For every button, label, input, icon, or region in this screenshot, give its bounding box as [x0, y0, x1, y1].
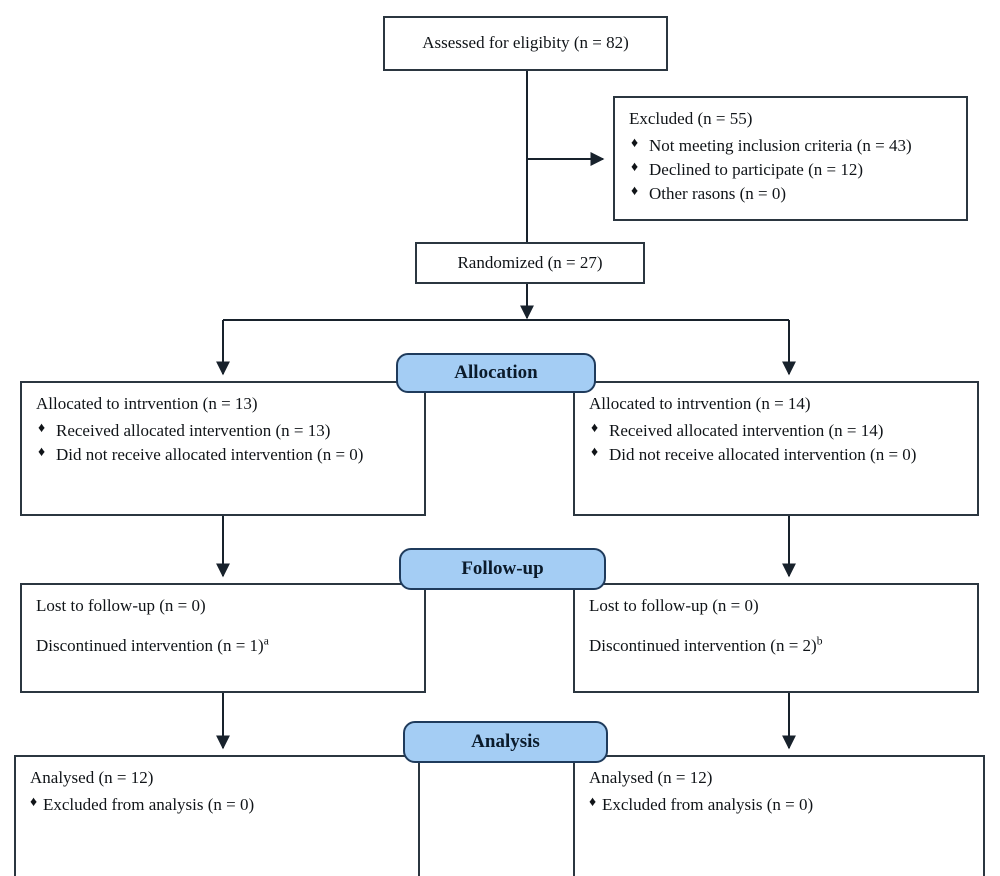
diamond-bullet-icon: ♦ [591, 420, 599, 436]
diamond-bullet-icon: ♦ [631, 183, 639, 199]
node-assessed-for-eligibility: Assessed for eligibity (n = 82) [383, 16, 668, 71]
node-allocation-left: Allocated to intrvention (n = 13) ♦ Rece… [20, 381, 426, 516]
followup-right-lost: Lost to follow-up (n = 0) [589, 596, 759, 615]
analysis-left-list: ♦ Excluded from analysis (n = 0) [30, 794, 406, 817]
node-analysis-left: Analysed (n = 12) ♦ Excluded from analys… [14, 755, 420, 876]
diamond-bullet-icon: ♦ [30, 794, 38, 810]
node-randomized: Randomized (n = 27) [415, 242, 645, 284]
node-excluded: Excluded (n = 55) ♦ Not meeting inclusio… [613, 96, 968, 221]
followup-right-discontinued: Discontinued intervention (n = 2)b [589, 635, 965, 658]
footnote-marker: a [263, 634, 269, 648]
analysis-right-item-1: Excluded from analysis (n = 0) [602, 794, 814, 814]
assessed-text: Assessed for eligibity (n = 82) [422, 33, 629, 53]
randomized-text: Randomized (n = 27) [457, 252, 603, 272]
list-item: ♦ Declined to participate (n = 12) [629, 159, 954, 182]
diamond-bullet-icon: ♦ [38, 444, 46, 460]
banner-followup-label: Follow-up [461, 558, 544, 579]
list-item: ♦ Excluded from analysis (n = 0) [589, 794, 971, 817]
node-followup-right: Lost to follow-up (n = 0) Discontinued i… [573, 583, 979, 693]
followup-left-discontinued: Discontinued intervention (n = 1)a [36, 635, 412, 658]
followup-left-discontinued-text: Discontinued intervention (n = 1) [36, 635, 264, 655]
node-followup-left: Lost to follow-up (n = 0) Discontinued i… [20, 583, 426, 693]
analysis-left-item-1: Excluded from analysis (n = 0) [43, 794, 255, 814]
analysis-right-heading: Analysed (n = 12) [589, 768, 713, 787]
banner-analysis: Analysis [403, 721, 608, 763]
banner-allocation: Allocation [396, 353, 596, 393]
followup-left-lost: Lost to follow-up (n = 0) [36, 596, 206, 615]
allocation-right-list: ♦ Received allocated intervention (n = 1… [589, 420, 965, 467]
node-allocation-right: Allocated to intrvention (n = 14) ♦ Rece… [573, 381, 979, 516]
diamond-bullet-icon: ♦ [38, 420, 46, 436]
list-item: ♦ Not meeting inclusion criteria (n = 43… [629, 135, 954, 158]
followup-right-discontinued-text: Discontinued intervention (n = 2) [589, 635, 817, 655]
node-analysis-right: Analysed (n = 12) ♦ Excluded from analys… [573, 755, 985, 876]
excluded-heading: Excluded (n = 55) [629, 109, 753, 128]
analysis-left-heading: Analysed (n = 12) [30, 768, 154, 787]
diamond-bullet-icon: ♦ [589, 794, 597, 810]
list-item: ♦ Other rasons (n = 0) [629, 183, 954, 206]
diamond-bullet-icon: ♦ [631, 135, 639, 151]
allocation-left-item-2: Did not receive allocated intervention (… [56, 444, 364, 464]
excluded-reason-2: Declined to participate (n = 12) [649, 159, 863, 179]
diamond-bullet-icon: ♦ [631, 159, 639, 175]
excluded-reason-1: Not meeting inclusion criteria (n = 43) [649, 135, 912, 155]
list-item: ♦ Received allocated intervention (n = 1… [589, 420, 965, 443]
banner-followup: Follow-up [399, 548, 606, 590]
allocation-right-heading: Allocated to intrvention (n = 14) [589, 394, 811, 413]
list-item: ♦ Received allocated intervention (n = 1… [36, 420, 412, 443]
allocation-left-list: ♦ Received allocated intervention (n = 1… [36, 420, 412, 467]
analysis-right-list: ♦ Excluded from analysis (n = 0) [589, 794, 971, 817]
allocation-left-item-1: Received allocated intervention (n = 13) [56, 420, 331, 440]
list-item: ♦ Did not receive allocated intervention… [589, 444, 965, 467]
footnote-marker: b [816, 634, 823, 648]
excluded-reason-list: ♦ Not meeting inclusion criteria (n = 43… [629, 135, 954, 206]
list-item: ♦ Did not receive allocated intervention… [36, 444, 412, 467]
list-item: ♦ Excluded from analysis (n = 0) [30, 794, 406, 817]
allocation-left-heading: Allocated to intrvention (n = 13) [36, 394, 258, 413]
allocation-right-item-1: Received allocated intervention (n = 14) [609, 420, 884, 440]
diamond-bullet-icon: ♦ [591, 444, 599, 460]
allocation-right-item-2: Did not receive allocated intervention (… [609, 444, 917, 464]
excluded-reason-3: Other rasons (n = 0) [649, 183, 787, 203]
banner-analysis-label: Analysis [471, 731, 540, 752]
banner-allocation-label: Allocation [454, 362, 538, 383]
